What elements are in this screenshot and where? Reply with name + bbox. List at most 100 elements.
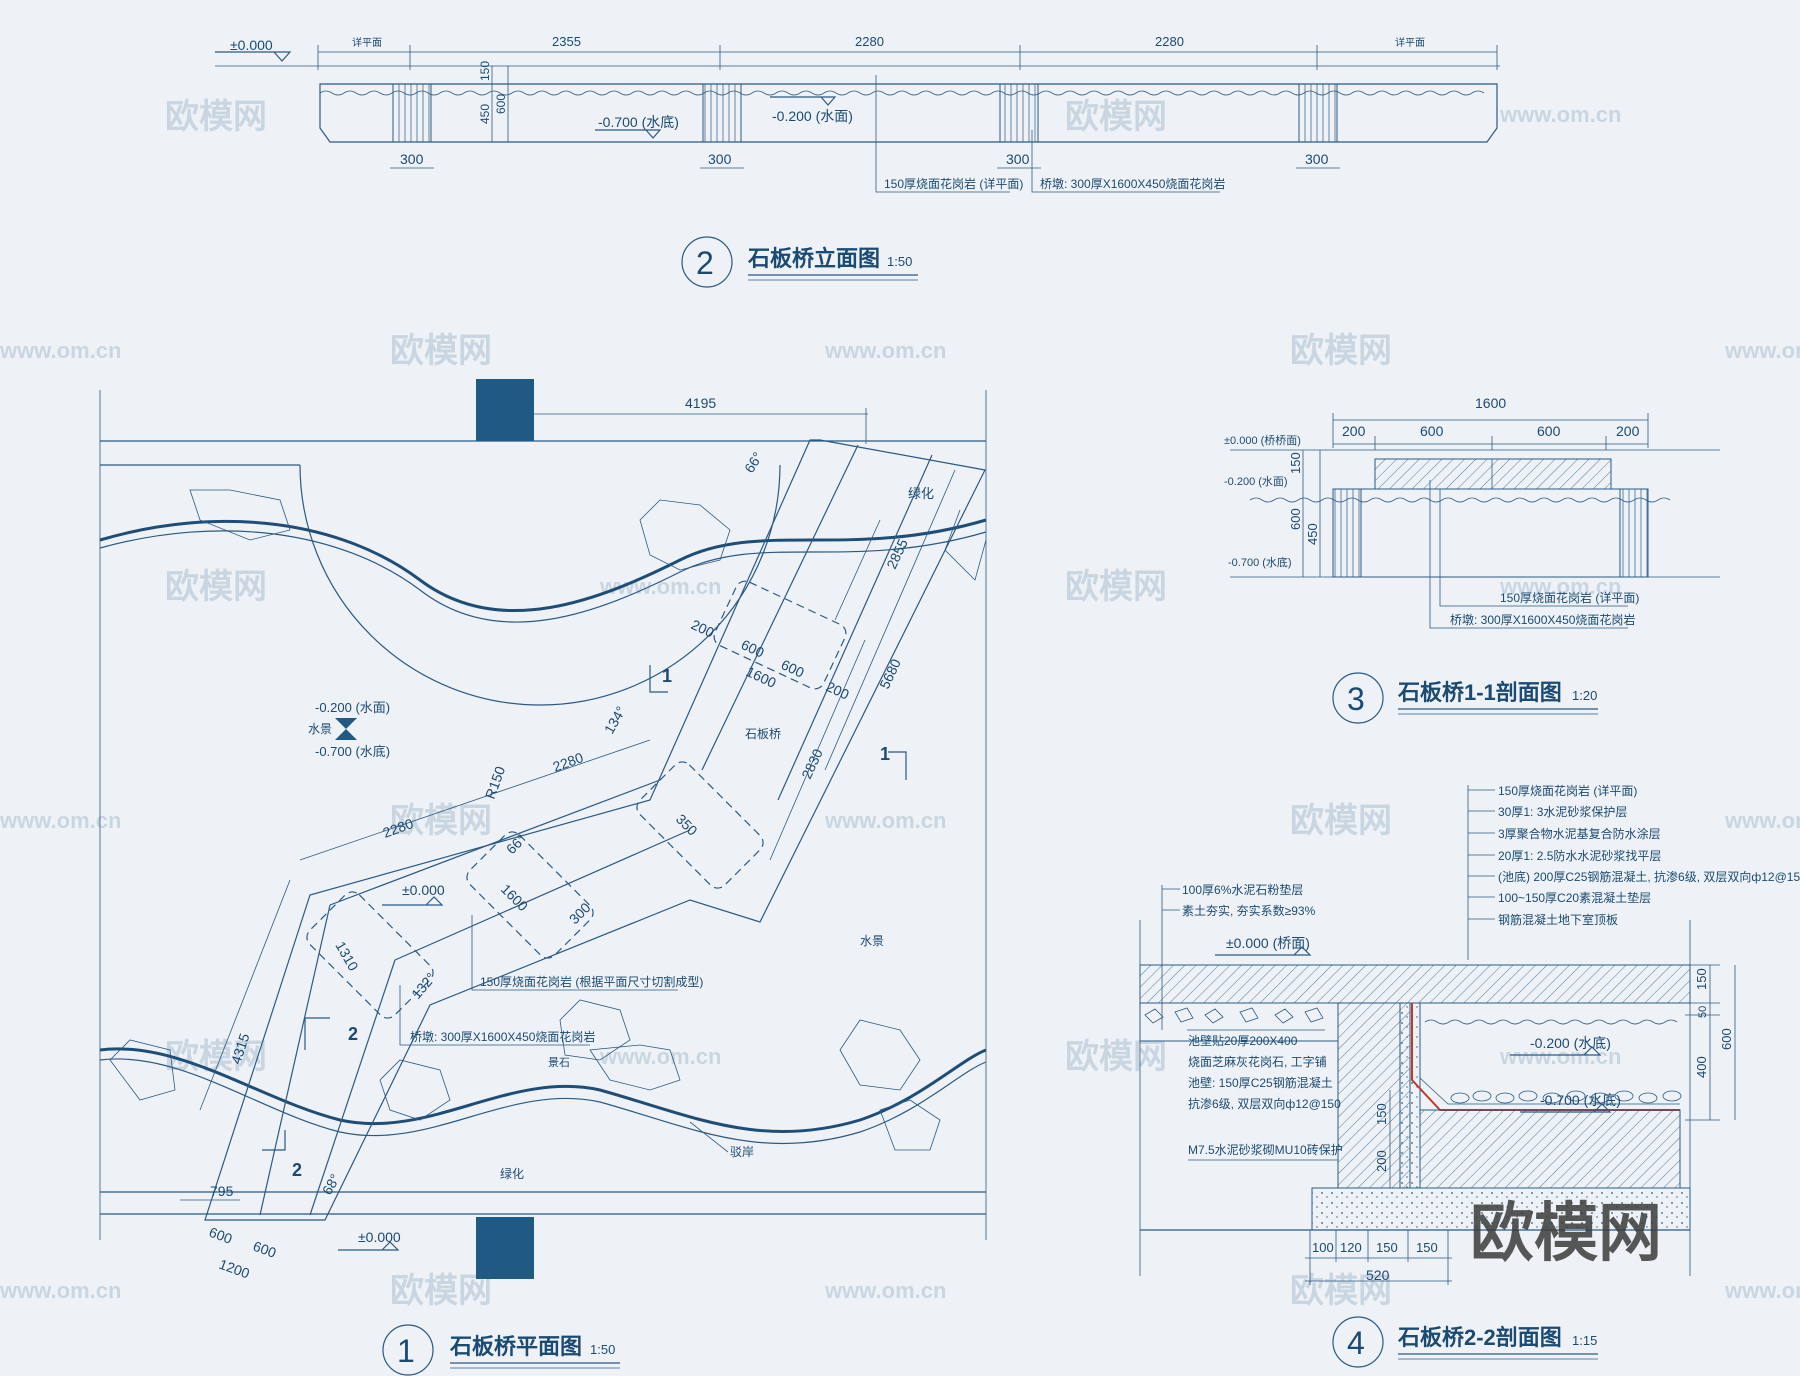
elev-dim-0: 详平面	[352, 36, 382, 49]
watermark-brand: 欧模网	[1290, 1272, 1392, 1310]
s22-wall-note: 烧面芝麻灰花岗石, 工字铺	[1188, 1054, 1327, 1069]
s11-lvw: -0.200 (水面)	[1224, 475, 1288, 488]
s22-layer: 100~150厚C20素混凝土垫层	[1498, 890, 1651, 905]
elevation-title: 石板桥立面图	[747, 246, 880, 271]
level-symbol	[335, 718, 357, 729]
s22-layers: 150厚烧面花岗岩 (详平面) 30厚1: 3水泥砂浆保护层 3厚聚合物水泥基复…	[1467, 783, 1800, 960]
elevation-pond	[319, 83, 1498, 143]
elev-pier	[392, 83, 432, 143]
s11-h150: 150	[1288, 452, 1303, 474]
section-2-2: 150厚烧面花岗岩 (详平面) 30厚1: 3水泥砂浆保护层 3厚聚合物水泥基复…	[1139, 783, 1800, 1368]
plan-title: 石板桥平面图	[449, 1334, 582, 1359]
plan-sec1-top: 1	[662, 666, 672, 686]
level-symbol	[335, 729, 357, 740]
s22-wall-note: 池壁: 150厚C25钢筋混凝土	[1188, 1075, 1333, 1090]
watermark-brand: 欧模网	[165, 568, 267, 606]
elev-h150: 150	[478, 61, 492, 81]
watermark-brand: 欧模网	[1065, 568, 1167, 606]
s22-layer: 30厚1: 3水泥砂浆保护层	[1498, 804, 1627, 819]
s22-pebbles	[1450, 1090, 1682, 1104]
plan-600c: 600	[207, 1224, 235, 1247]
plan-bridge: 石板桥	[745, 727, 781, 741]
dim-ticks	[317, 45, 1498, 70]
watermark-url: www.om.cn	[1724, 808, 1800, 833]
plan-greening-bottom: 绿化	[500, 1166, 524, 1181]
s11-note2: 桥墩: 300厚X1600X450烧面花岗岩	[1450, 612, 1635, 627]
s22-layer: 3厚聚合物水泥基复合防水涂层	[1498, 826, 1661, 841]
s22-v200: 200	[1374, 1150, 1389, 1172]
plan-4195: 4195	[685, 395, 716, 411]
s22-left-note: 素土夯实, 夯实系数≥93%	[1182, 903, 1316, 918]
s11-200b: 200	[1616, 423, 1640, 439]
s22-scale: 1:15	[1572, 1333, 1597, 1348]
section-1-1: 1600 200 600 600 200 ±0.000 (桥桥面) -0.200…	[1224, 395, 1720, 724]
s22-lv0: ±0.000 (桥面)	[1226, 935, 1310, 951]
watermark-brand: 欧模网	[1290, 332, 1392, 370]
s11-scale: 1:20	[1572, 688, 1597, 703]
level-symbol	[215, 51, 292, 62]
watermark-url: www.om.cn	[1724, 338, 1800, 363]
elev-note1: 150厚烧面花岗岩 (详平面)	[884, 176, 1023, 191]
plan-600d: 600	[251, 1238, 279, 1261]
s22-bdim: 120	[1340, 1240, 1362, 1255]
plan-boulder: 景石	[548, 1056, 570, 1069]
watermark-brand: 欧模网	[165, 98, 267, 136]
elev-pier	[1298, 83, 1338, 143]
elev-dim-3: 2280	[1155, 34, 1184, 49]
elevation-title-num: 2	[696, 245, 714, 281]
plan-scenic: 水景	[860, 934, 884, 948]
s22-v150: 150	[1694, 968, 1709, 990]
watermark-url: www.om.cn	[1499, 102, 1621, 127]
plan-greening-top: 绿化	[908, 486, 934, 501]
title-circle	[1332, 672, 1384, 724]
s11-slab	[1374, 458, 1612, 490]
s11-note1: 150厚烧面花岗岩 (详平面)	[1500, 590, 1639, 605]
plan-title-num: 1	[397, 1333, 415, 1369]
plan-view: 4195	[99, 379, 987, 1376]
s22-left-note: 100厚6%水泥石粉垫层	[1182, 882, 1303, 897]
s22-layer: 150厚烧面花岗岩 (详平面)	[1498, 783, 1637, 798]
title-circle	[382, 1324, 434, 1376]
rocks	[109, 489, 987, 1151]
s22-wall-note: 池壁贴20厚200X400	[1188, 1033, 1298, 1048]
s22-layer: 钢筋混凝土地下室顶板	[1498, 912, 1618, 927]
s22-bdim: 150	[1376, 1240, 1398, 1255]
s22-footing	[1311, 1187, 1691, 1231]
watermark-brand: 欧模网	[390, 1272, 492, 1310]
s22-v600: 600	[1719, 1028, 1734, 1050]
s22-520: 520	[1366, 1267, 1390, 1283]
elev-pier	[702, 83, 742, 143]
watermark-url: www.om.cn	[599, 1044, 721, 1069]
plan-bank: 驳岸	[730, 1145, 754, 1159]
watermark-url: www.om.cn	[824, 1278, 946, 1303]
plan-sec1-bottom: 1	[880, 744, 890, 764]
plan-water-bottom: -0.700 (水底)	[315, 744, 390, 759]
plan-sec2-bottom: 2	[292, 1160, 302, 1180]
watermark-url: www.om.cn	[1499, 1044, 1621, 1069]
plan-water-surface: -0.200 (水面)	[315, 700, 390, 715]
elevation-level-label: ±0.000	[230, 37, 273, 53]
elev-h450: 450	[478, 104, 492, 124]
s22-title-num: 4	[1347, 1325, 1365, 1361]
pier-dim: 300	[1006, 151, 1030, 167]
plan-sec2-top: 2	[348, 1024, 358, 1044]
s22-water	[1424, 1019, 1678, 1025]
marker-block-top	[476, 379, 534, 441]
s11-1600: 1600	[1475, 395, 1506, 411]
s11-600a: 600	[1420, 423, 1444, 439]
s22-pool-slab	[1419, 1109, 1681, 1189]
elevation-view: ±0.000 详平面 2355 2280 2280 详平面 300 300 30…	[215, 34, 1500, 288]
elev-note2: 桥墩: 300厚X1600X450烧面花岗岩	[1040, 176, 1225, 191]
plan-note-pier: 桥墩: 300厚X1600X450烧面花岗岩	[410, 1029, 595, 1044]
lower-bank	[99, 1047, 987, 1134]
watermark-brand: 欧模网	[1065, 98, 1167, 136]
watermark-brand: 欧模网	[390, 802, 492, 840]
water-wave	[319, 90, 1485, 96]
s22-brick: M7.5水泥砂浆砌MU10砖保护	[1188, 1142, 1343, 1157]
s22-deck	[1139, 964, 1691, 1004]
plan-level0a: ±0.000	[402, 882, 445, 898]
s22-title: 石板桥2-2剖面图	[1397, 1325, 1562, 1350]
plan-note-granite: 150厚烧面花岗岩 (根据平面尺寸切割成型)	[480, 974, 703, 989]
watermark-brand: 欧模网	[1290, 802, 1392, 840]
